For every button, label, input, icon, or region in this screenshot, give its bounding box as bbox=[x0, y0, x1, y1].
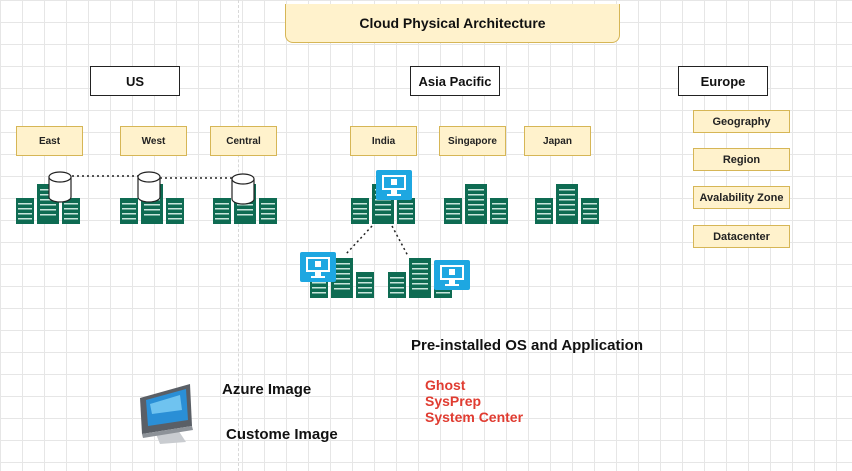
computer-monitor-icon bbox=[140, 384, 193, 444]
server-rack-icon bbox=[444, 184, 508, 224]
geography-us: US bbox=[90, 66, 180, 96]
legend-datacenter: Datacenter bbox=[693, 225, 790, 248]
azure-image-label: Azure Image bbox=[222, 381, 312, 398]
connection-line bbox=[345, 225, 373, 255]
legend-availability-zone: Avalability Zone bbox=[693, 186, 790, 209]
zone-japan: Japan bbox=[524, 126, 591, 156]
geography-europe: Europe bbox=[678, 66, 768, 96]
connection-line bbox=[391, 225, 409, 257]
server-rack-icon bbox=[535, 184, 599, 224]
zone-central: Central bbox=[210, 126, 277, 156]
zone-singapore: Singapore bbox=[439, 126, 506, 156]
zone-india: India bbox=[350, 126, 417, 156]
tool-sysprep: SysPrep bbox=[425, 393, 482, 409]
database-disk-icon bbox=[231, 173, 255, 205]
legend-geography: Geography bbox=[693, 110, 790, 133]
tool-ghost: Ghost bbox=[425, 377, 466, 393]
tool-system-center: System Center bbox=[425, 409, 524, 425]
virtual-machine-icon bbox=[376, 170, 412, 200]
geography-asia-pacific: Asia Pacific bbox=[410, 66, 500, 96]
custom-image-label: Custome Image bbox=[226, 426, 338, 443]
canvas-guide-line bbox=[238, 0, 239, 471]
database-disk-icon bbox=[48, 171, 72, 203]
virtual-machine-icon bbox=[434, 260, 470, 290]
zone-west: West bbox=[120, 126, 187, 156]
diagram-title: Cloud Physical Architecture bbox=[285, 4, 620, 43]
virtual-machine-icon bbox=[300, 252, 336, 282]
zone-east: East bbox=[16, 126, 83, 156]
database-disk-icon bbox=[137, 171, 161, 203]
legend-region: Region bbox=[693, 148, 790, 171]
preinstalled-heading: Pre-installed OS and Application bbox=[411, 337, 643, 354]
